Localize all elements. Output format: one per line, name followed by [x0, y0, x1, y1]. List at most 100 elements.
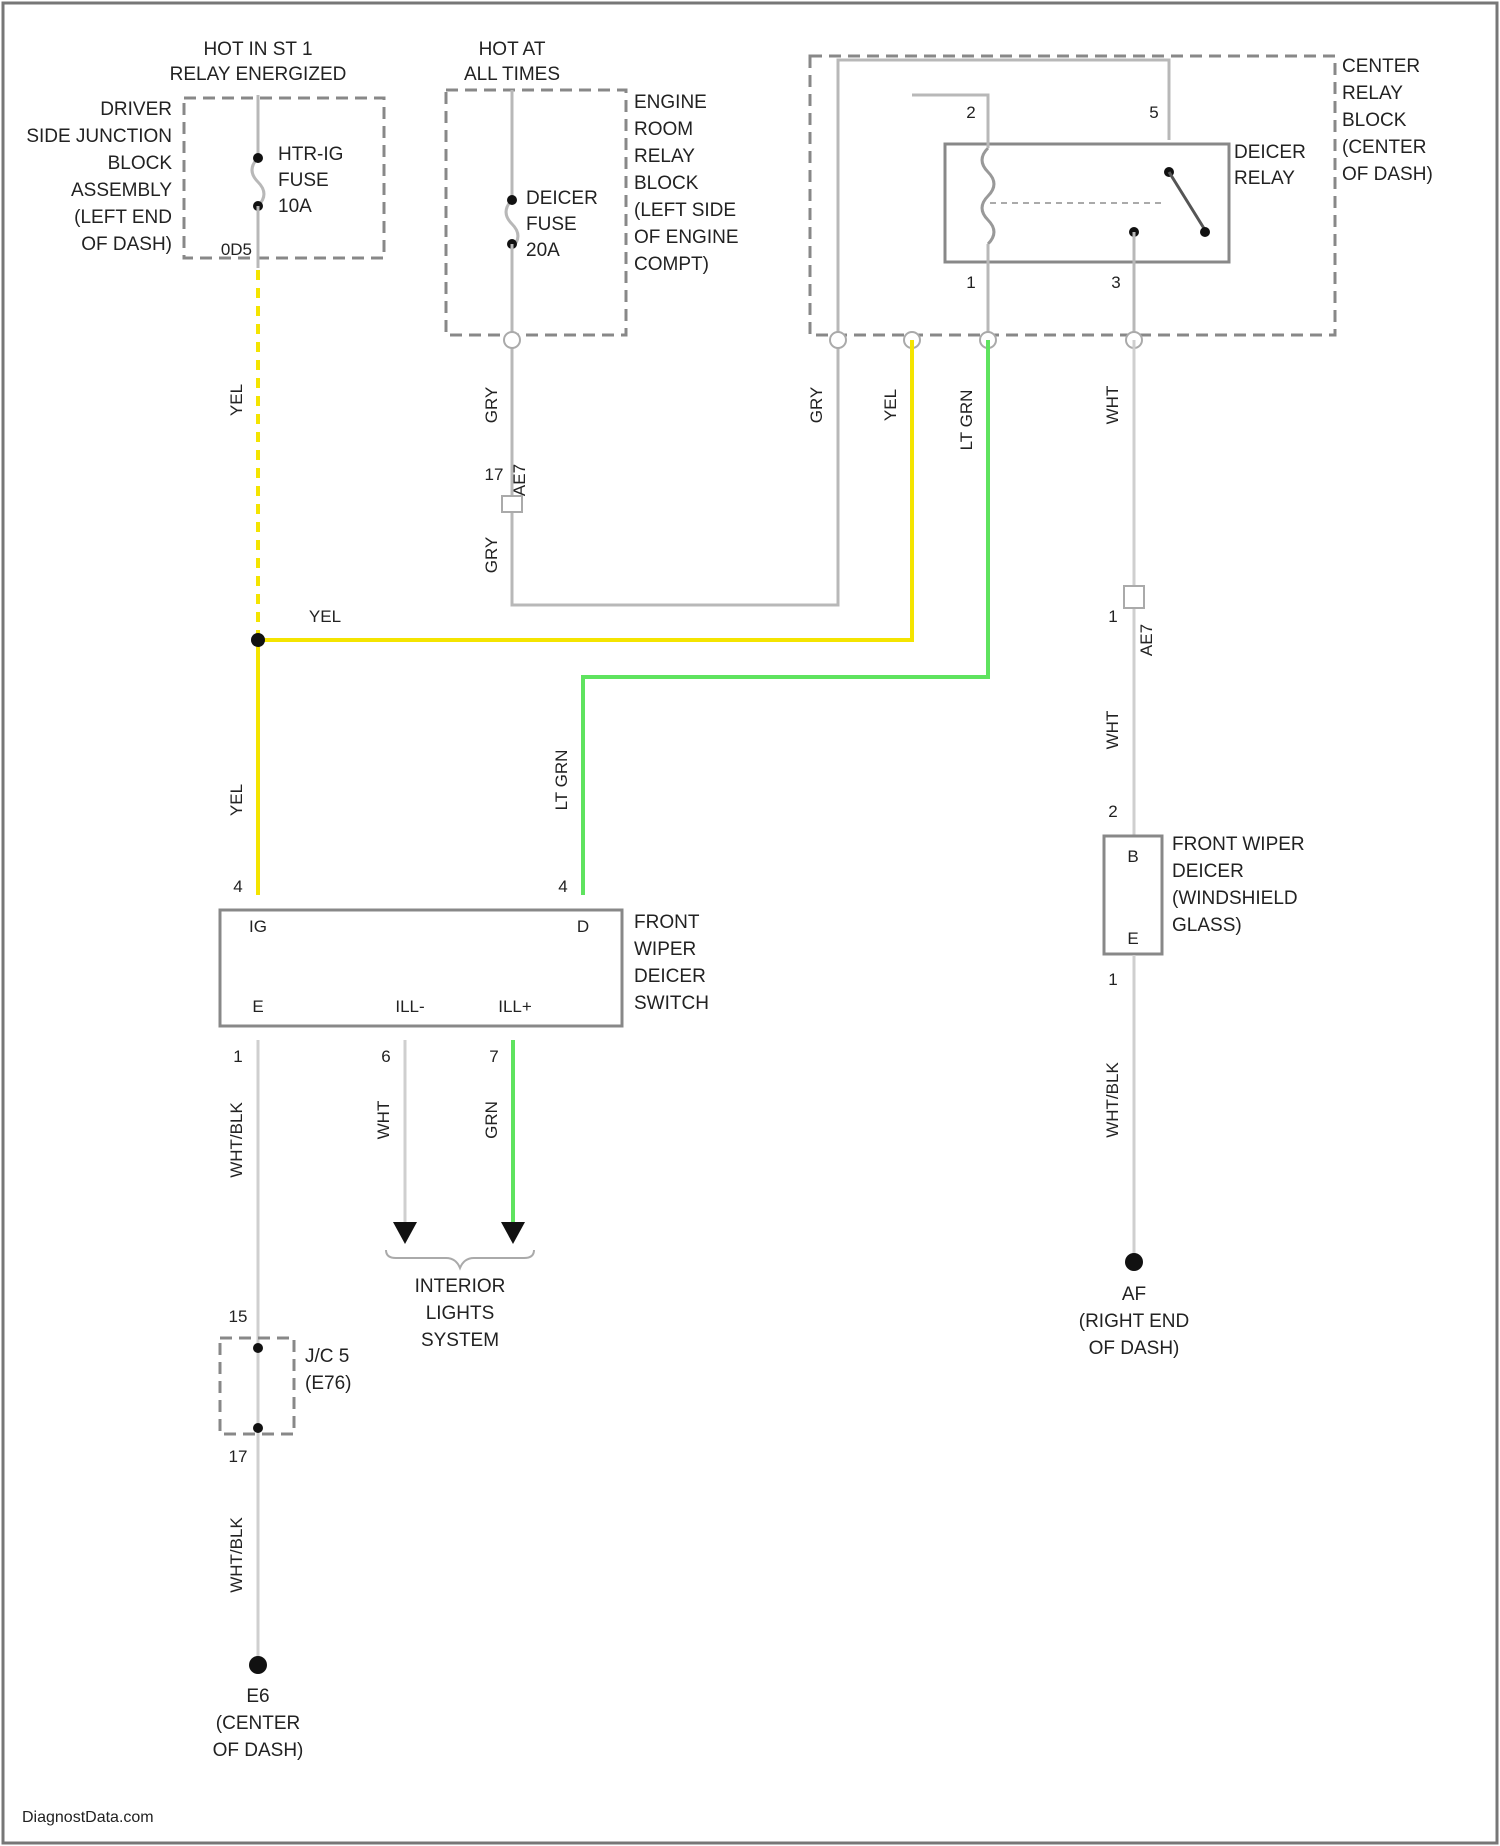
- htr-fuse-icon: [252, 158, 264, 206]
- engine-rb-line: OF ENGINE: [634, 227, 739, 248]
- engine-room-relay-block: HOT AT ALL TIMES ENGINE ROOM RELAY BLOCK…: [446, 39, 739, 335]
- wire-label: LT GRN: [957, 390, 976, 451]
- driver-jb-line: DRIVER: [100, 99, 172, 120]
- watermark: DiagnostData.com: [22, 1809, 154, 1826]
- wire-label: WHT: [1103, 386, 1122, 425]
- wire-label: YEL: [227, 384, 246, 416]
- deicer-relay-label: DEICER: [1234, 142, 1306, 163]
- center-rb-line: RELAY: [1342, 83, 1403, 104]
- ground-e6-label: E6: [246, 1686, 269, 1707]
- connector-pin: 2: [1108, 802, 1117, 821]
- wire-label: YEL: [309, 607, 341, 626]
- wire-label: WHT/BLK: [1103, 1062, 1122, 1138]
- engine-rb-line: RELAY: [634, 146, 695, 167]
- deicer-label: FRONT WIPER: [1172, 834, 1305, 855]
- connector-label: AE7: [510, 464, 529, 496]
- switch-pin-ill-minus: ILL-: [395, 997, 424, 1016]
- wire-label: YEL: [881, 389, 900, 421]
- connector-pin: 17: [229, 1447, 248, 1466]
- splice-dot: [251, 633, 265, 647]
- connector-pin: 4: [558, 877, 567, 896]
- relay-coil-feed: [912, 95, 988, 148]
- wire-label: LT GRN: [552, 750, 571, 811]
- wire-label: WHT/BLK: [227, 1517, 246, 1593]
- connector-label: AE7: [1137, 624, 1156, 656]
- deicer-fuse-label: FUSE: [526, 214, 577, 235]
- deicer-label: DEICER: [1172, 861, 1244, 882]
- arrow-down-icon: [393, 1222, 417, 1244]
- driver-jb-line: OF DASH): [81, 234, 172, 255]
- wire-label: WHT/BLK: [227, 1102, 246, 1178]
- deicer-relay: DEICER RELAY 2 5 1 3: [945, 103, 1306, 292]
- wire-label: YEL: [227, 784, 246, 816]
- switch-label: WIPER: [634, 939, 696, 960]
- center-rb-line: OF DASH): [1342, 164, 1433, 185]
- center-rb-line: (CENTER: [1342, 137, 1426, 158]
- relay-pin: 5: [1149, 103, 1158, 122]
- switch-label: SWITCH: [634, 993, 709, 1014]
- front-wiper-deicer-switch: FRONT WIPER DEICER SWITCH IG D E ILL- IL…: [220, 910, 709, 1026]
- yel-wire-relay: [258, 340, 912, 640]
- ground-af-label: (RIGHT END: [1079, 1311, 1189, 1332]
- driver-jb-line: BLOCK: [108, 153, 173, 174]
- connector-pin: 17: [485, 465, 504, 484]
- connector-pin: 1: [1108, 607, 1117, 626]
- deicer-fuse-label: DEICER: [526, 188, 598, 209]
- engine-rb-line: ENGINE: [634, 92, 707, 113]
- interior-lights-label: LIGHTS: [426, 1303, 495, 1324]
- switch-label: DEICER: [634, 966, 706, 987]
- driver-jb-line: (LEFT END: [74, 207, 172, 228]
- relay-pin: 3: [1111, 273, 1120, 292]
- ground-af-label: OF DASH): [1089, 1338, 1180, 1359]
- wire-label: GRY: [807, 387, 826, 424]
- engine-rb-line: (LEFT SIDE: [634, 200, 736, 221]
- wire-label: WHT: [1103, 711, 1122, 750]
- interior-lights-label: INTERIOR: [415, 1276, 506, 1297]
- wire-label: GRN: [482, 1101, 501, 1139]
- interior-lights-label: SYSTEM: [421, 1330, 499, 1351]
- jc-label: J/C 5: [305, 1346, 349, 1367]
- hot-run-line1: HOT IN ST 1: [203, 39, 312, 60]
- switch-pin-e: E: [252, 997, 263, 1016]
- deicer-label: GLASS): [1172, 915, 1242, 936]
- connector-pin: 4: [233, 877, 242, 896]
- connector-pin: 7: [489, 1047, 498, 1066]
- connector-label: 0D5: [221, 240, 252, 259]
- ground-af-label: AF: [1122, 1284, 1146, 1305]
- front-wiper-deicer-element: B E FRONT WIPER DEICER (WINDSHIELD GLASS…: [1104, 834, 1305, 954]
- wire-label: GRY: [482, 537, 501, 574]
- switch-pin-d: D: [577, 917, 589, 936]
- wire-label: GRY: [482, 387, 501, 424]
- center-relay-block: CENTER RELAY BLOCK (CENTER OF DASH): [810, 56, 1433, 335]
- ground-point-icon: [1125, 1253, 1143, 1271]
- driver-jb-line: SIDE JUNCTION: [26, 126, 172, 147]
- connector-pin: 15: [229, 1307, 248, 1326]
- center-rb-line: CENTER: [1342, 56, 1420, 77]
- lt-grn-wire: [583, 340, 988, 895]
- ground-e6-label: (CENTER: [216, 1713, 300, 1734]
- switch-label: FRONT: [634, 912, 700, 933]
- wire-label: WHT: [374, 1101, 393, 1140]
- hot-all-line2: ALL TIMES: [464, 64, 560, 85]
- deicer-fuse-label: 20A: [526, 240, 560, 261]
- ground-e6-label: OF DASH): [213, 1740, 304, 1761]
- htr-fuse-label: 10A: [278, 196, 312, 217]
- engine-rb-line: ROOM: [634, 119, 693, 140]
- switch-pin-ig: IG: [249, 917, 267, 936]
- engine-rb-line: COMPT): [634, 254, 709, 275]
- htr-fuse-label: HTR-IG: [278, 144, 343, 165]
- arrow-down-icon: [501, 1222, 525, 1244]
- relay-switch-icon: [1169, 172, 1205, 230]
- relay-pin: 1: [966, 273, 975, 292]
- relay-pin: 2: [966, 103, 975, 122]
- engine-rb-line: BLOCK: [634, 173, 699, 194]
- connector-pin: 1: [233, 1047, 242, 1066]
- htr-fuse-label: FUSE: [278, 170, 329, 191]
- deicer-label: (WINDSHIELD: [1172, 888, 1298, 909]
- deicer-pin-b: B: [1127, 847, 1138, 866]
- hot-all-line1: HOT AT: [479, 39, 546, 60]
- jc-label: (E76): [305, 1373, 351, 1394]
- hot-run-line2: RELAY ENERGIZED: [170, 64, 347, 85]
